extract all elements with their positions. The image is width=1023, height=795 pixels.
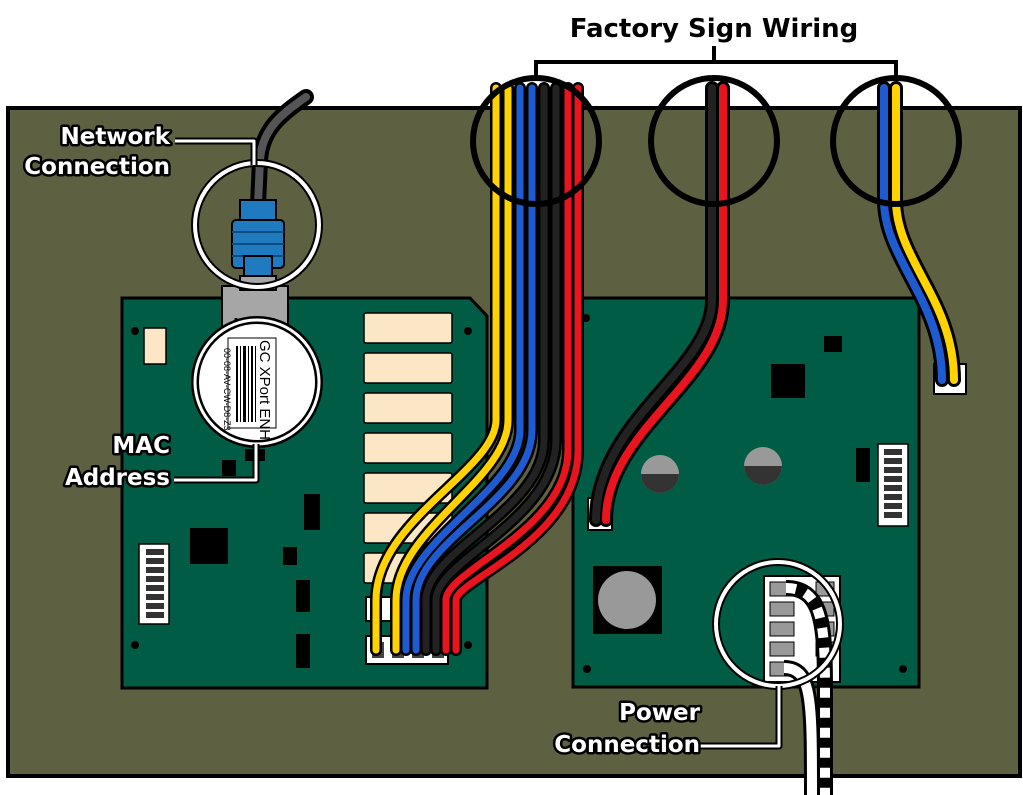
right-wire-pair — [877, 81, 961, 387]
network-label-line1: Network — [60, 124, 170, 150]
power-label-line1: Power — [619, 700, 701, 726]
right-circuit-board — [571, 296, 921, 689]
mac-label-line2: Address — [65, 465, 170, 491]
middle-wire-pair — [589, 81, 730, 527]
diagram-title: Factory Sign Wiring — [570, 14, 859, 44]
mac-model-text: GC XPort ENH — [256, 340, 273, 440]
mac-sticker: GC XPort ENH 00-08-AV-CW-D8-Z3 — [222, 337, 277, 440]
network-label-line2: Connection — [24, 154, 170, 180]
network-cable — [250, 89, 314, 213]
barcode-icon — [236, 346, 256, 422]
mac-address-text: 00-08-AV-CW-D8-Z3 — [222, 348, 232, 431]
factory-callout-circle-middle — [648, 75, 780, 207]
ethernet-connector-icon — [231, 199, 285, 291]
mac-label-line1: MAC — [112, 433, 170, 459]
left-wire-bundle — [370, 82, 584, 656]
factory-bracket — [534, 46, 898, 80]
power-label-line2: Connection — [554, 732, 700, 758]
power-cables — [783, 580, 833, 795]
